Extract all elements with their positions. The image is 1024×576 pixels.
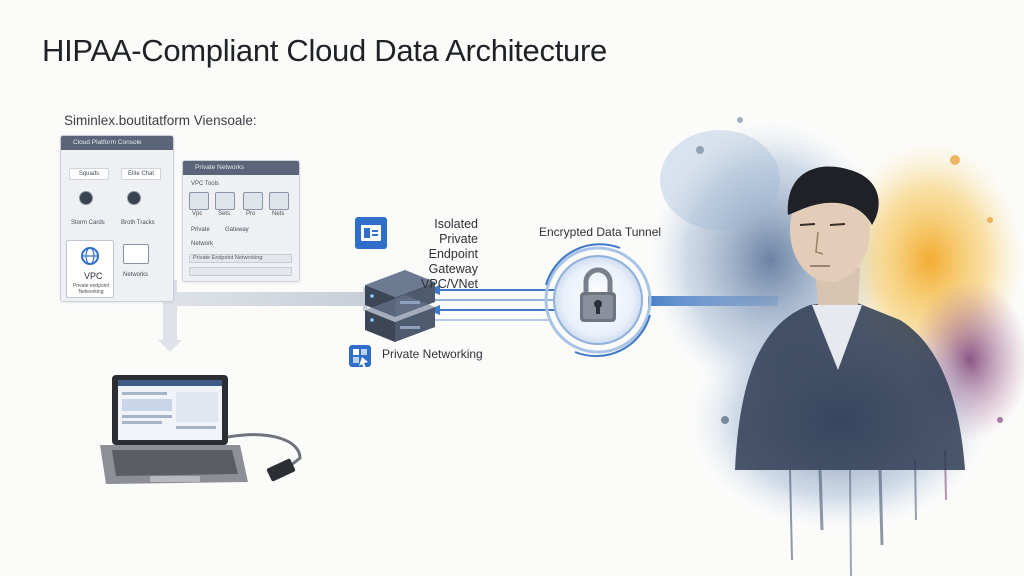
private-row2-b: Gateway xyxy=(225,227,249,233)
console-item-left-label: Storm Cards xyxy=(71,220,105,226)
console-chip-right[interactable]: Elite Chat xyxy=(121,168,161,180)
tool-label-3: Pro xyxy=(246,211,256,217)
private-row5[interactable] xyxy=(189,267,292,276)
tunnel-label: Encrypted Data Tunnel xyxy=(539,225,662,239)
private-networks-panel: Private Networks VPC Tools Vpc Sets Pro … xyxy=(182,160,300,282)
server-stack-icon xyxy=(365,270,435,342)
console-item-right-icon[interactable] xyxy=(127,191,141,205)
cloud-console-panel: Cloud Platform Console Squads Elite Chat… xyxy=(60,135,174,302)
diagram-title: HIPAA-Compliant Cloud Data Architecture xyxy=(42,33,607,68)
console-item-left-icon[interactable] xyxy=(79,191,93,205)
vpc-globe-icon xyxy=(81,247,99,265)
vpc-tool-icon[interactable] xyxy=(189,192,209,210)
private-row1: VPC Tools xyxy=(191,181,219,187)
console-flow-arrows xyxy=(158,280,378,352)
encrypted-tunnel-lock xyxy=(544,243,652,358)
gateway-label-line-1: Isolated Private xyxy=(434,217,478,246)
gateway-label: Isolated Private Endpoint Gateway VPC/VN… xyxy=(396,217,478,292)
vpc-card[interactable]: VPC Private endpoint Networking xyxy=(66,240,114,298)
private-row3: Network xyxy=(191,241,214,247)
console-item-right-label: Broth Tracks xyxy=(121,220,155,226)
private-row2-a: Private xyxy=(191,227,210,233)
networking-label: Private Networking xyxy=(382,347,483,361)
networks-label: Networks xyxy=(123,272,149,278)
private-networking-icon xyxy=(349,345,371,369)
gateway-label-line-2: Endpoint Gateway xyxy=(428,247,478,276)
vpc-label: VPC xyxy=(84,271,103,281)
nets-tool-icon[interactable] xyxy=(269,192,289,210)
networks-icon[interactable] xyxy=(123,244,149,264)
cloud-console-header: Cloud Platform Console xyxy=(61,136,173,150)
vpc-sublabel: Private endpoint Networking xyxy=(72,283,110,295)
private-networks-header: Private Networks xyxy=(183,161,299,175)
private-row4[interactable]: Private Endpoint Networking xyxy=(189,254,292,263)
laptop-illustration xyxy=(100,375,302,484)
person-illustration xyxy=(735,166,965,470)
tool-label-2: Sets xyxy=(218,211,231,217)
gateway-icon xyxy=(355,217,387,249)
console-chip-left[interactable]: Squads xyxy=(69,168,109,180)
pro-tool-icon[interactable] xyxy=(243,192,263,210)
tool-label-4: Nets xyxy=(272,211,285,217)
console-label: Siminlex.boutitatform Viensoale: xyxy=(64,113,257,128)
tool-label-1: Vpc xyxy=(192,211,203,217)
sets-tool-icon[interactable] xyxy=(215,192,235,210)
gateway-label-line-3: VPC/VNet xyxy=(421,277,478,291)
